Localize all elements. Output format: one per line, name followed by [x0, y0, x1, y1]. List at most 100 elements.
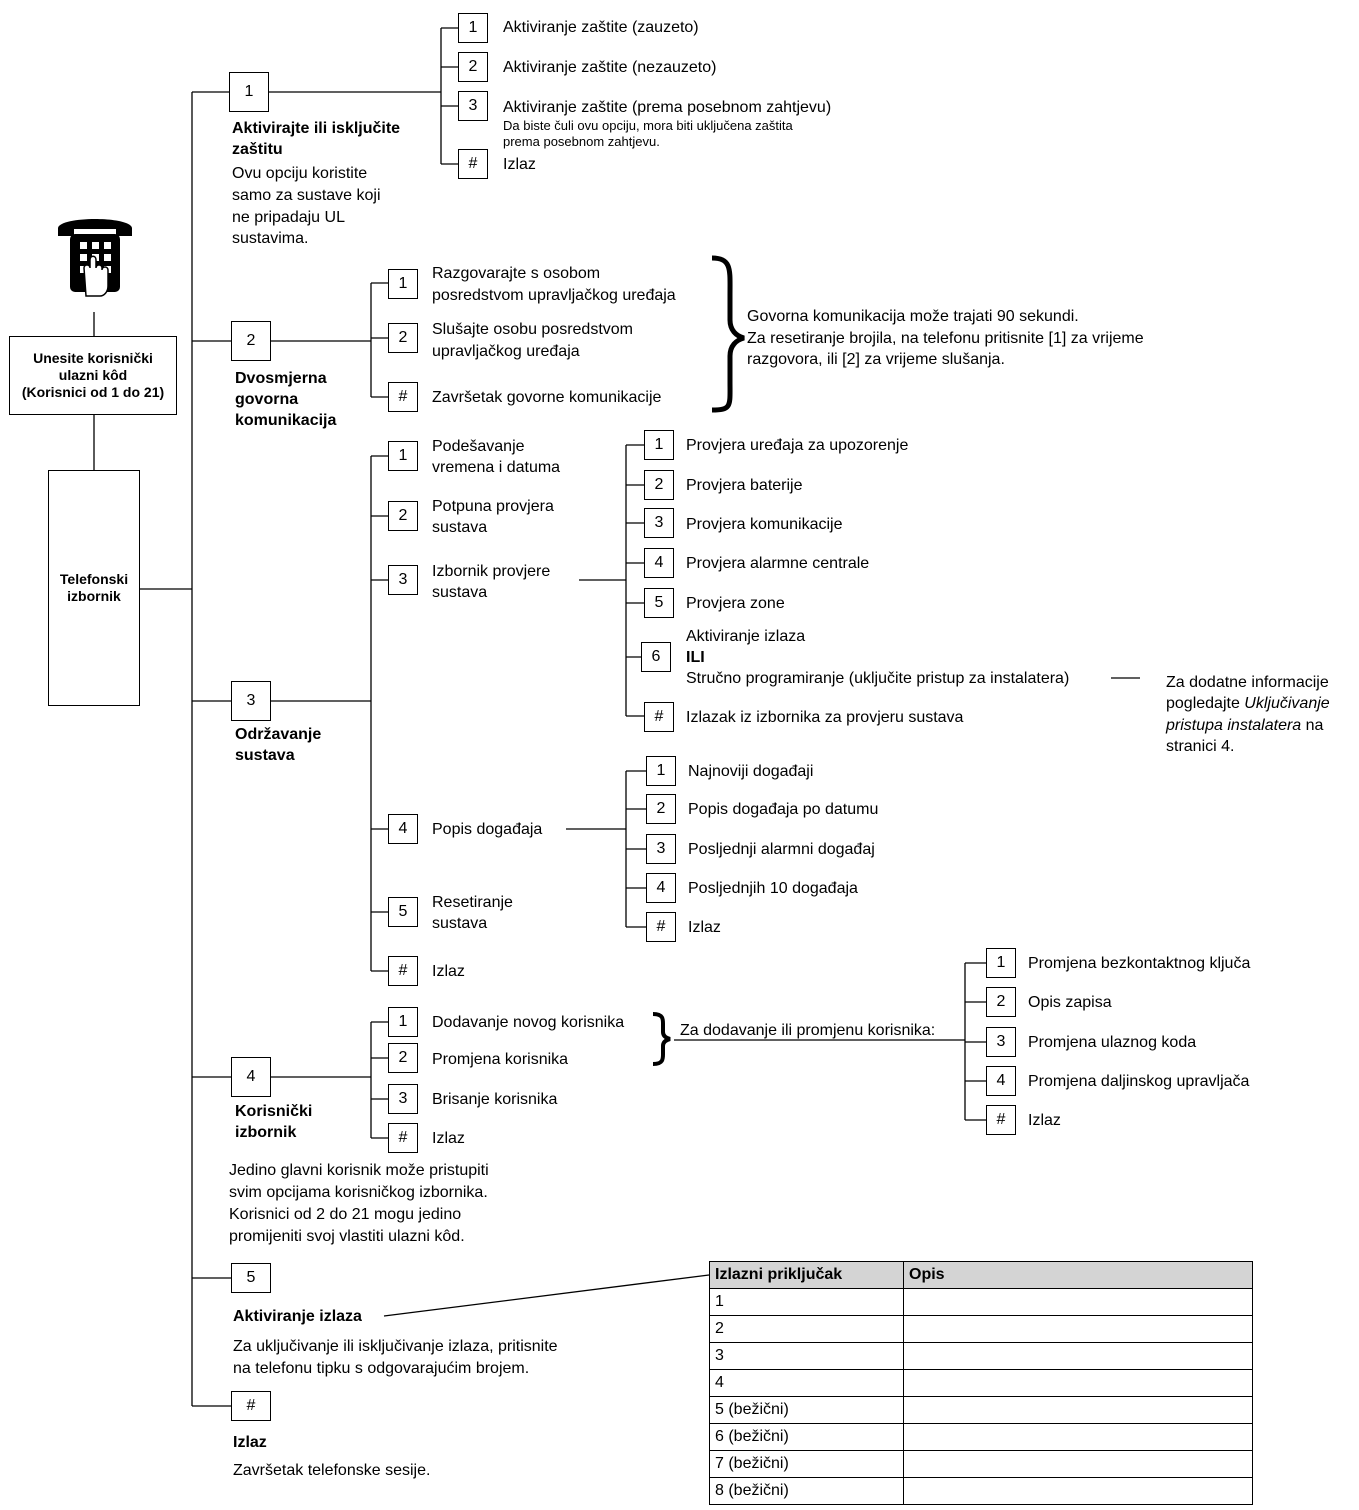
menu-4-note-1: Jedino glavni korisnik može pristupiti [229, 1162, 489, 1179]
m3-exit-key: # [388, 956, 418, 986]
m4-sub-3-label: Promjena ulaznog koda [1028, 1034, 1197, 1051]
event-item-4-key: 4 [646, 873, 676, 903]
table-row: 4 [709, 1369, 1253, 1397]
menu-3-key: 3 [231, 681, 271, 721]
install-note-4: stranici 4. [1166, 738, 1235, 755]
install-note-3: pristupa instalatera na [1166, 715, 1323, 736]
table-cell-desc [903, 1342, 1253, 1370]
table-cell-desc [903, 1396, 1253, 1424]
event-item-3-key: 3 [646, 834, 676, 864]
menu-3-title-1: Održavanje [235, 726, 322, 743]
m2-brace-note-3: razgovora, ili [2] za vrijeme slušanja. [747, 351, 1005, 368]
install-note-3-suffix: na [1301, 717, 1324, 734]
m3-item-2-key: 2 [388, 501, 418, 531]
test-item-6-label-1: Aktiviranje izlaza [686, 628, 806, 645]
m2-brace-note-1: Govorna komunikacija može trajati 90 sek… [747, 308, 1079, 325]
m3-item-3-label-2: sustava [432, 584, 488, 601]
m1-item-1-key: 1 [458, 13, 488, 43]
table-row: 2 [709, 1315, 1253, 1343]
phone-menu-line-1: Telefonski [59, 571, 129, 587]
event-item-3-label: Posljednji alarmni događaj [688, 841, 875, 858]
test-item-2-label: Provjera baterije [686, 477, 803, 494]
m4-sub-2-key: 2 [986, 987, 1016, 1017]
m4-sub-4-key: 4 [986, 1066, 1016, 1096]
entry-code-line-3: (Korisnici od 1 do 21) [21, 384, 165, 400]
menu-1-note-3: ne pripadaju UL [232, 209, 345, 226]
table-cell-port: 8 (bežični) [709, 1477, 904, 1505]
install-note-3-ref: pristupa instalatera [1166, 717, 1302, 734]
menu-4-title-1: Korisnički [235, 1103, 313, 1120]
test-exit-label: Izlazak iz izbornika za provjeru sustava [686, 709, 964, 726]
menu-1-title-1: Aktivirajte ili isključite [232, 120, 401, 137]
m4-item-1-key: 1 [388, 1007, 418, 1037]
install-note-2-ref: Uključivanje [1244, 695, 1330, 712]
menu-4-note-2: svim opcijama korisničkog izbornika. [229, 1184, 488, 1201]
m1-item-1-label: Aktiviranje zaštite (zauzeto) [503, 19, 699, 36]
m4-sub-exit-label: Izlaz [1028, 1112, 1061, 1129]
m4-sub-1-label: Promjena bezkontaktnog ključa [1028, 955, 1251, 972]
menu-4-key: 4 [231, 1057, 271, 1097]
m3-item-1-key: 1 [388, 441, 418, 471]
m2-item-2-label-2: upravljačkog uređaja [432, 343, 580, 360]
m4-sub-1-key: 1 [986, 948, 1016, 978]
output-table: Izlazni priključak Opis 1 2 3 4 5 (bežič… [709, 1261, 1253, 1505]
telephone-keypad-icon [50, 208, 140, 298]
m2-item-2-key: 2 [388, 323, 418, 353]
test-item-6-label-3: Stručno programiranje (uključite pristup… [686, 670, 1070, 687]
m2-exit-key: # [388, 382, 418, 412]
m4-sub-2-label: Opis zapisa [1028, 994, 1112, 1011]
test-item-3-key: 3 [644, 508, 674, 538]
table-cell-port: 7 (bežični) [709, 1450, 904, 1478]
entry-code-line-1: Unesite korisnički [33, 350, 153, 366]
m1-item-2-key: 2 [458, 52, 488, 82]
menu-exit-note: Završetak telefonske sesije. [233, 1462, 431, 1479]
entry-code-box: Unesite korisnički ulazni kôd (Korisnici… [9, 336, 177, 415]
table-cell-port: 2 [709, 1315, 904, 1343]
table-cell-port: 1 [709, 1288, 904, 1316]
test-item-6-label-2: ILI [686, 649, 705, 666]
m3-item-5-label-2: sustava [432, 915, 488, 932]
event-exit-key: # [646, 912, 676, 942]
menu-1-note-4: sustavima. [232, 230, 309, 247]
m4-sub-exit-key: # [986, 1105, 1016, 1135]
test-item-1-key: 1 [644, 430, 674, 460]
table-cell-port: 5 (bežični) [709, 1396, 904, 1424]
m3-item-3-label-1: Izbornik provjere [432, 563, 551, 580]
menu-2-title-3: komunikacija [235, 412, 337, 429]
test-item-3-label: Provjera komunikacije [686, 516, 843, 533]
table-cell-desc [903, 1315, 1253, 1343]
m4-exit-key: # [388, 1123, 418, 1153]
m3-item-5-key: 5 [388, 897, 418, 927]
table-row: 6 (bežični) [709, 1423, 1253, 1451]
m3-item-4-key: 4 [388, 814, 418, 844]
menu-5-title: Aktiviranje izlaza [233, 1308, 362, 1325]
m1-item-3-key: 3 [458, 91, 488, 121]
table-cell-port: 6 (bežični) [709, 1423, 904, 1451]
menu-1-title-2: zaštitu [232, 141, 283, 158]
table-cell-port: 3 [709, 1342, 904, 1370]
menu-2-key: 2 [231, 321, 271, 361]
m3-item-1-label-2: vremena i datuma [432, 459, 561, 476]
table-cell-desc [903, 1477, 1253, 1505]
menu-1-note-1: Ovu opciju koristite [232, 165, 368, 182]
test-item-4-key: 4 [644, 548, 674, 578]
table-row: 7 (bežični) [709, 1450, 1253, 1478]
m4-brace-label: Za dodavanje ili promjenu korisnika: [680, 1022, 936, 1039]
test-item-2-key: 2 [644, 470, 674, 500]
test-item-5-key: 5 [644, 588, 674, 618]
event-item-1-label: Najnoviji događaji [688, 763, 814, 780]
m4-item-2-key: 2 [388, 1043, 418, 1073]
menu-2-title-1: Dvosmjerna [235, 370, 327, 387]
table-cell-desc [903, 1450, 1253, 1478]
menu-5-note-2: na telefonu tipku s odgovarajućim brojem… [233, 1360, 530, 1377]
m4-item-3-label: Brisanje korisnika [432, 1091, 558, 1108]
event-item-2-label: Popis događaja po datumu [688, 801, 879, 818]
menu-5-note-1: Za uključivanje ili isključivanje izlaza… [233, 1338, 558, 1355]
m2-item-1-key: 1 [388, 269, 418, 299]
m3-item-2-label-1: Potpuna provjera [432, 498, 554, 515]
install-note-1: Za dodatne informacije [1166, 674, 1329, 691]
m3-item-4-label: Popis događaja [432, 821, 543, 838]
table-cell-port: 4 [709, 1369, 904, 1397]
event-item-4-label: Posljednjih 10 događaja [688, 880, 858, 897]
m2-item-1-label-2: posredstvom upravljačkog uređaja [432, 287, 676, 304]
